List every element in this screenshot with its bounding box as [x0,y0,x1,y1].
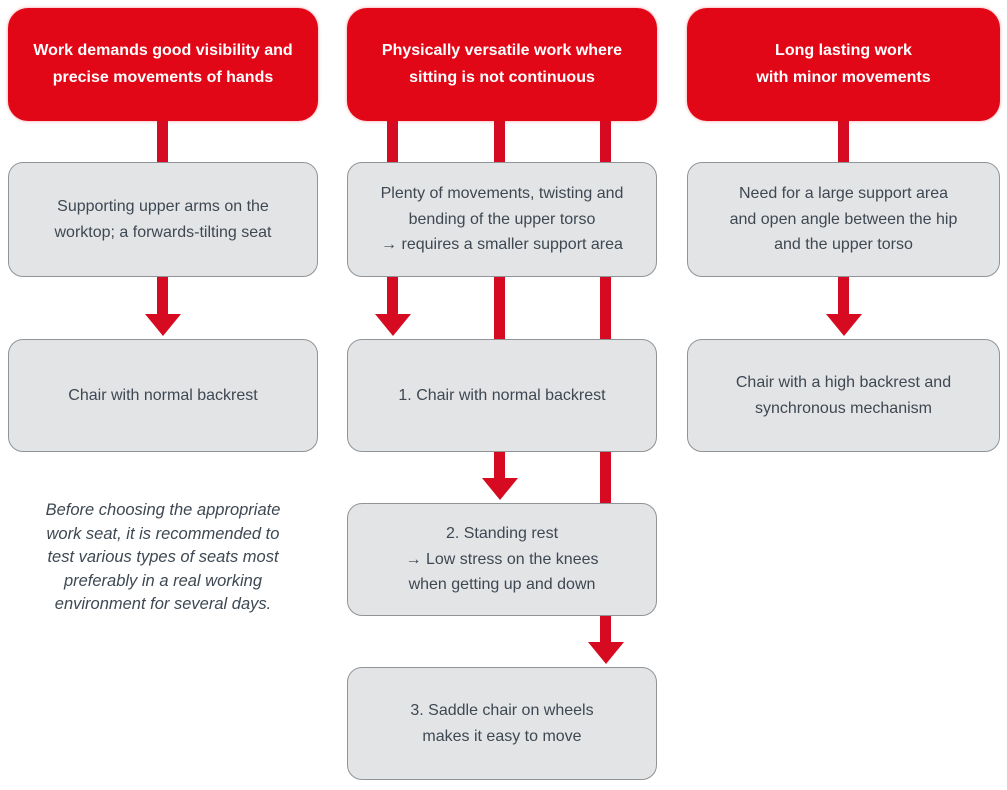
arrow-down-icon [375,314,411,336]
arrow-down-icon [826,314,862,336]
arrow-down-stem [838,276,849,316]
connector-line [838,120,849,164]
note-testing-advice: Before choosing the appropriate work sea… [45,501,281,614]
arrow-down-stem [157,276,168,316]
box-chair-normal-backrest: Chair with normal backrest [8,339,318,452]
box-standing-rest-option2: 2. Standing rest → Low stress on the kne… [347,503,657,616]
arrow-down-icon [482,478,518,500]
box-chair-normal-backrest-option1: 1. Chair with normal backrest [347,339,657,452]
arrow-down-icon [588,642,624,664]
box-saddle-chair-option3: 3. Saddle chair on wheels makes it easy … [347,667,657,780]
connector-line [157,120,168,164]
box-large-support-area: Need for a large support area and open a… [687,162,1000,277]
arrow-down-icon [145,314,181,336]
box-high-backrest-chair: Chair with a high backrest and synchrono… [687,339,1000,452]
box-supporting-arms: Supporting upper arms on the worktop; a … [8,162,318,277]
arrow-down-stem [494,120,505,480]
header-visibility-work: Work demands good visibility and precise… [8,8,318,121]
box-plenty-movements: Plenty of movements, twisting and bendin… [347,162,657,277]
header-versatile-work: Physically versatile work where sitting … [347,8,657,121]
header-long-lasting-work: Long lasting work with minor movements [687,8,1000,121]
